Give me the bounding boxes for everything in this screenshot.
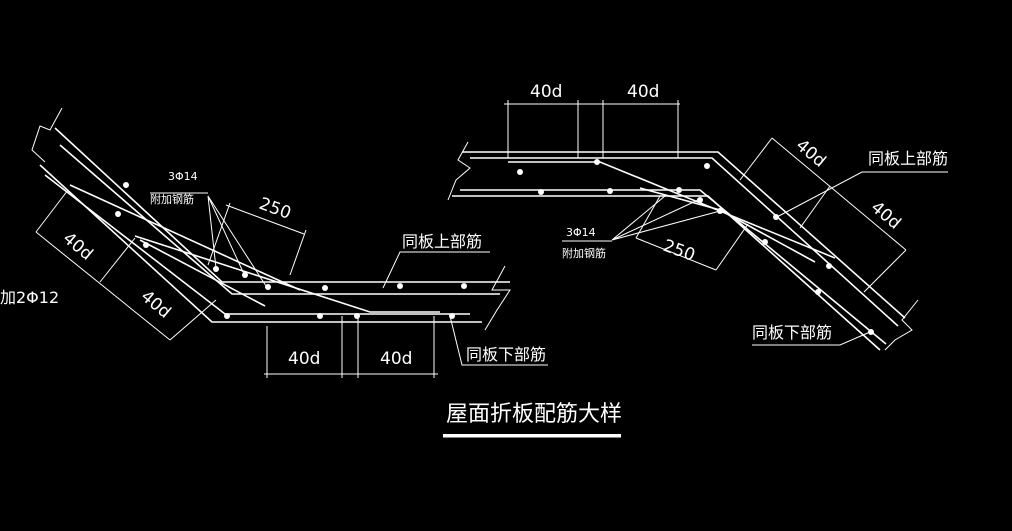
right-label-bottom: 同板下部筋 [752,323,832,342]
right-bar-count: 3Φ14 [566,226,596,239]
right-break-line-right [884,299,919,351]
left-top-label-leader [382,251,490,289]
left-break-line-top [31,107,63,163]
right-top-rebar [470,157,899,327]
left-dim-slope-ext [35,189,217,341]
right-bar-leader [611,195,721,241]
left-additional-bar-1 [69,184,301,291]
rebar-dot [868,329,874,335]
right-slab-top-edge [462,151,906,319]
drawing-title: 屋面折板配筋大样 [446,402,622,427]
left-additional-bar-3 [139,239,266,307]
left-dim-250-line [225,204,305,235]
right-label-top: 同板上部筋 [868,149,948,168]
rebar-dot [449,313,455,319]
rebar-dot [397,283,403,289]
left-dim-250: 250 [256,194,293,224]
left-label-top: 同板上部筋 [402,232,482,251]
right-dim-top-ext [507,100,679,158]
left-bottom-label-leader [449,315,548,366]
rebar-dot [517,169,523,175]
left-label-bottom: 同板下部筋 [466,345,546,364]
left-dim-40d-bottom-1: 40d [288,349,320,369]
rebar-dot [115,211,121,217]
rebar-dot [461,283,467,289]
right-dim-250-line [635,237,717,271]
left-dim-40d-slope-1: 40d [59,229,97,265]
rebar-dot [676,187,682,193]
right-dim-slope-ext [739,137,907,293]
right-bottom-rebar [460,189,887,345]
rebar-dot [538,189,544,195]
rebar-dot [607,188,613,194]
left-slab-top-edge [54,127,510,283]
left-top-rebar [59,144,500,295]
rebar-dot [143,242,149,248]
left-dim-bottom-ext [266,316,435,378]
right-top-label-leader [774,171,948,219]
rebar-dot [697,197,703,203]
rebar-dot [594,159,600,165]
left-detail: 3Φ14 附加钢筋 250 40d 40d 加2Φ12 40d 40d 同板上部… [0,107,548,378]
right-dim-40d-top-1: 40d [530,82,562,102]
rebar-dot [213,266,219,272]
left-bar-leader [207,195,267,287]
left-bar-desc: 附加钢筋 [150,192,194,206]
rebar-dot [317,313,323,319]
right-dim-40d-slope-1: 40d [792,136,830,172]
right-dim-slope-line [771,137,907,251]
rebar-dot [762,239,768,245]
title-underline [443,434,621,438]
left-bar-count: 3Φ14 [168,170,198,183]
rebar-dot [354,313,360,319]
rebar-dot [815,289,821,295]
right-dim-40d-top-2: 40d [627,82,659,102]
right-bottom-label-leader [752,331,871,346]
left-dim-40d-bottom-2: 40d [380,349,412,369]
rebar-dot [322,285,328,291]
right-bar-desc: 附加钢筋 [562,246,606,260]
left-dim-slope-line [35,231,171,341]
rebar-dot [224,313,230,319]
left-edge-label: 加2Φ12 [0,288,59,307]
rebar-dot [265,284,271,290]
left-break-line-right [484,265,511,331]
left-dim-250-ext [207,202,307,276]
left-additional-bar-2 [134,235,440,313]
rebar-dot [704,163,710,169]
rebar-dot [242,272,248,278]
left-slab-bottom-edge [39,164,482,323]
right-dim-40d-slope-2: 40d [867,198,905,234]
right-detail: 40d 40d 40d 40d 250 3Φ14 附加钢筋 同板上部筋 同板下部… [447,82,948,351]
rebar-dot [826,263,832,269]
right-break-line-left [447,141,471,201]
right-dim-250: 250 [660,236,697,266]
rebar-dot [123,182,129,188]
